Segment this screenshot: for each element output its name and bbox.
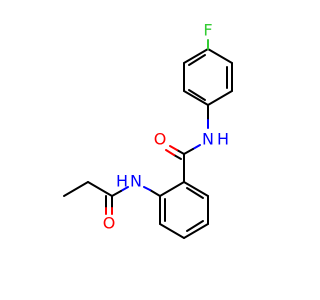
carbonyl-bond — [176, 149, 185, 155]
fluorine-label: F — [203, 21, 212, 40]
bond — [159, 223, 185, 239]
bond — [159, 181, 185, 197]
methyl-bond — [63, 181, 89, 197]
ring-left-nitrogen-bond — [149, 189, 161, 197]
bond — [183, 223, 209, 239]
carbonyl-oxygen-left-label: O — [103, 214, 116, 233]
amide-nitrogen-carbon-bond — [192, 144, 201, 150]
left-amide-carbon-bond-n — [120, 186, 129, 192]
carbonyl-bond-o — [169, 145, 178, 151]
bond — [183, 90, 209, 106]
carbonyl-oxygen-top-label: O — [154, 130, 167, 149]
aromatic-inner-bond — [186, 220, 204, 232]
carbonyl-double-bond — [173, 154, 182, 160]
aromatic-inner-bond — [186, 187, 204, 199]
bond — [183, 48, 209, 64]
amide-nitrogen-left-label: N — [130, 172, 142, 191]
left-amide-carbon-bond — [111, 190, 122, 197]
ethyl-bond — [87, 181, 113, 197]
molecule-structure: F N H O N H O — [63, 21, 233, 239]
aromatic-inner-bond — [188, 89, 206, 101]
fluorophenyl-ring — [183, 48, 233, 106]
bond — [207, 48, 233, 64]
amide-nitrogen-carbon-bond-c — [183, 148, 194, 155]
bond — [183, 181, 209, 197]
bond — [207, 90, 233, 106]
amide-hydrogen-top-label: H — [217, 130, 229, 149]
amide-hydrogen-left-label: H — [116, 172, 128, 191]
benzene-ring — [159, 181, 209, 239]
carbonyl-double-bond-o — [165, 149, 175, 156]
amide-nitrogen-top-label: N — [202, 130, 214, 149]
aromatic-inner-bond — [188, 54, 206, 66]
ring-left-nitrogen-bond-n — [143, 186, 151, 191]
